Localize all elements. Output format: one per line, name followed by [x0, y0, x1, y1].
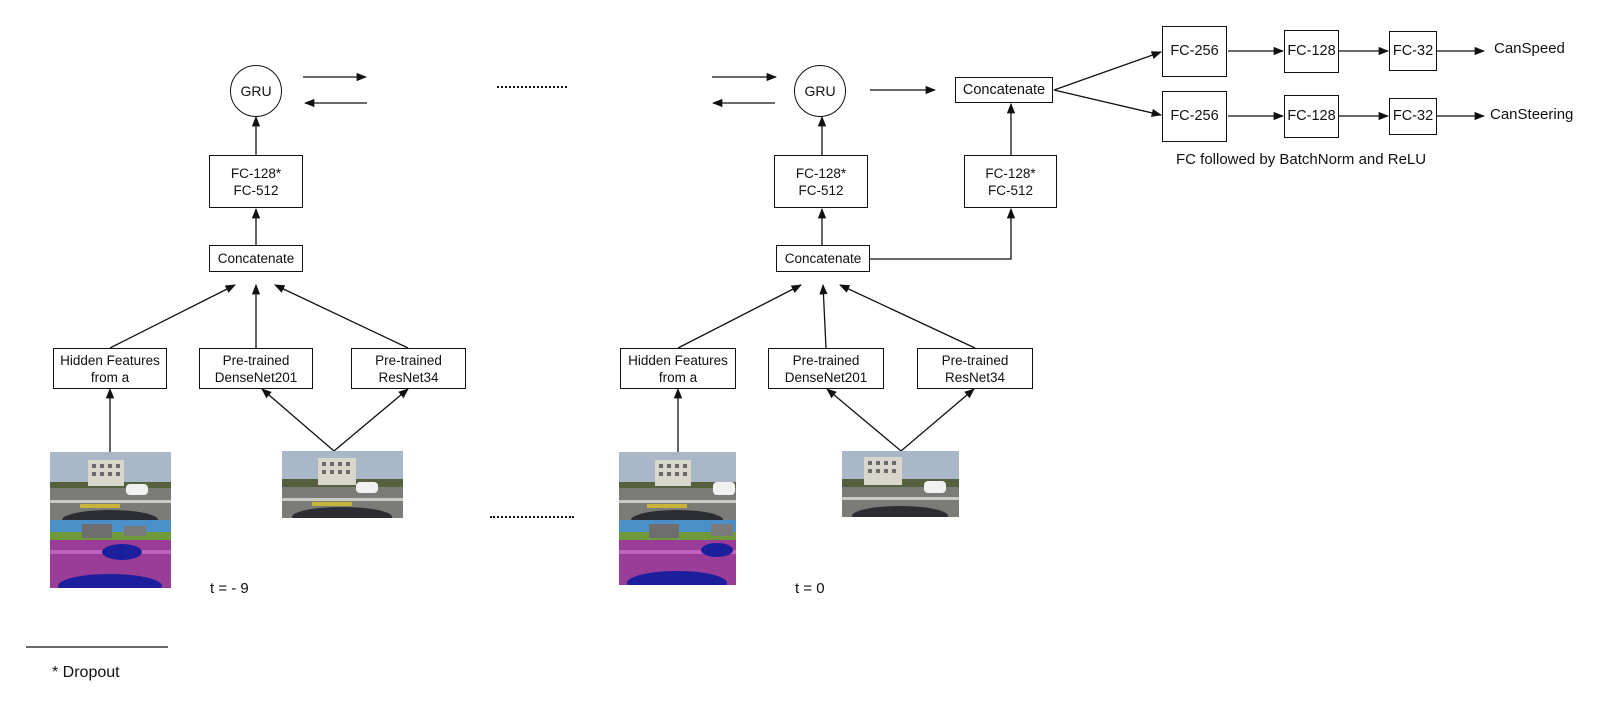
gru-label: GRU [804, 83, 836, 99]
concatenate-label: Concatenate [217, 251, 295, 266]
steer-fc32: FC-32 [1389, 98, 1437, 135]
concatenate-label: Concatenate [962, 81, 1046, 98]
arrow-rdense-to-concat [819, 283, 828, 349]
hidden-features-right: Hidden Features from a [620, 348, 736, 389]
hidden-line2: from a [90, 369, 130, 385]
dense-line2: DenseNet201 [784, 369, 868, 385]
fc128-label: FC-128 [1287, 43, 1336, 59]
fc-block-right: FC-128* FC-512 [774, 155, 868, 208]
footnote-dropout: * Dropout [52, 664, 120, 681]
hidden-features-left: Hidden Features from a [53, 348, 167, 389]
fc256-label: FC-256 [1170, 108, 1219, 124]
arrow-topconcat-to-steer [1053, 89, 1163, 117]
continuation-dots-bottom [490, 516, 574, 518]
fc128-label: FC-128 [1287, 108, 1336, 124]
dense-line1: Pre-trained [222, 352, 290, 368]
fc32-label: FC-32 [1392, 108, 1434, 124]
arrow-hidden-to-concat [109, 284, 236, 349]
arrow-rightimg-to-dense [826, 388, 902, 452]
fc-block-left: FC-128* FC-512 [209, 155, 303, 208]
resnet-line2: ResNet34 [378, 369, 439, 385]
resnet-right: Pre-trained ResNet34 [917, 348, 1033, 389]
steer-fc128: FC-128 [1284, 95, 1339, 138]
resnet-line1: Pre-trained [375, 352, 442, 368]
speed-fc128: FC-128 [1284, 30, 1339, 73]
fc-line2: FC-512 [233, 182, 279, 198]
fc-line1: FC-128* [795, 165, 847, 181]
right-camera-image [842, 451, 959, 517]
densenet-left: Pre-trained DenseNet201 [199, 348, 313, 389]
dense-line2: DenseNet201 [214, 369, 298, 385]
densenet-right: Pre-trained DenseNet201 [768, 348, 884, 389]
hidden-line1: Hidden Features [628, 352, 728, 368]
concatenate-top: Concatenate [955, 77, 1053, 103]
resnet-left: Pre-trained ResNet34 [351, 348, 466, 389]
arrow-leftimg-to-dense [261, 388, 335, 452]
side-fc-block: FC-128* FC-512 [964, 155, 1057, 208]
left-camera-image [282, 451, 403, 518]
time-label-right: t = 0 [795, 580, 825, 597]
speed-fc256: FC-256 [1162, 26, 1227, 77]
fc32-label: FC-32 [1392, 42, 1434, 59]
hidden-line2: from a [658, 369, 698, 385]
continuation-dots-top [497, 86, 567, 88]
fc256-label: FC-256 [1170, 43, 1219, 59]
dense-line1: Pre-trained [792, 352, 860, 368]
fc-line1: FC-128* [985, 165, 1036, 181]
output-canspeed: CanSpeed [1494, 40, 1565, 57]
arrow-leftimg-to-resnet [333, 388, 409, 452]
concatenate-label: Concatenate [784, 251, 862, 266]
resnet-line1: Pre-trained [941, 352, 1009, 368]
gru-label: GRU [240, 83, 272, 99]
fc-line2: FC-512 [798, 182, 844, 198]
arrow-rhidden-to-concat [677, 284, 802, 349]
concatenate-right: Concatenate [776, 245, 870, 272]
gru-node-left: GRU [230, 65, 282, 117]
steer-fc256: FC-256 [1162, 91, 1227, 142]
head-note: FC followed by BatchNorm and ReLU [1176, 151, 1427, 168]
arrow-resnet-to-concat [274, 284, 409, 349]
left-camera-seg-image [50, 452, 171, 588]
speed-fc32: FC-32 [1389, 31, 1437, 71]
resnet-line2: ResNet34 [944, 369, 1006, 385]
arrow-topconcat-to-speed [1053, 51, 1162, 91]
concatenate-left: Concatenate [209, 245, 303, 272]
gru-node-right: GRU [794, 65, 846, 117]
arrow-concat-to-sidefc [870, 207, 1016, 260]
fc-line2: FC-512 [987, 182, 1033, 198]
right-camera-seg-image [619, 452, 736, 585]
output-cansteering: CanSteering [1490, 106, 1574, 123]
arrow-rresnet-to-concat [839, 284, 976, 349]
hidden-line1: Hidden Features [60, 352, 160, 368]
time-label-left: t = - 9 [210, 580, 249, 597]
arrow-rightimg-to-resnet [900, 388, 975, 452]
fc-line1: FC-128* [230, 165, 282, 181]
